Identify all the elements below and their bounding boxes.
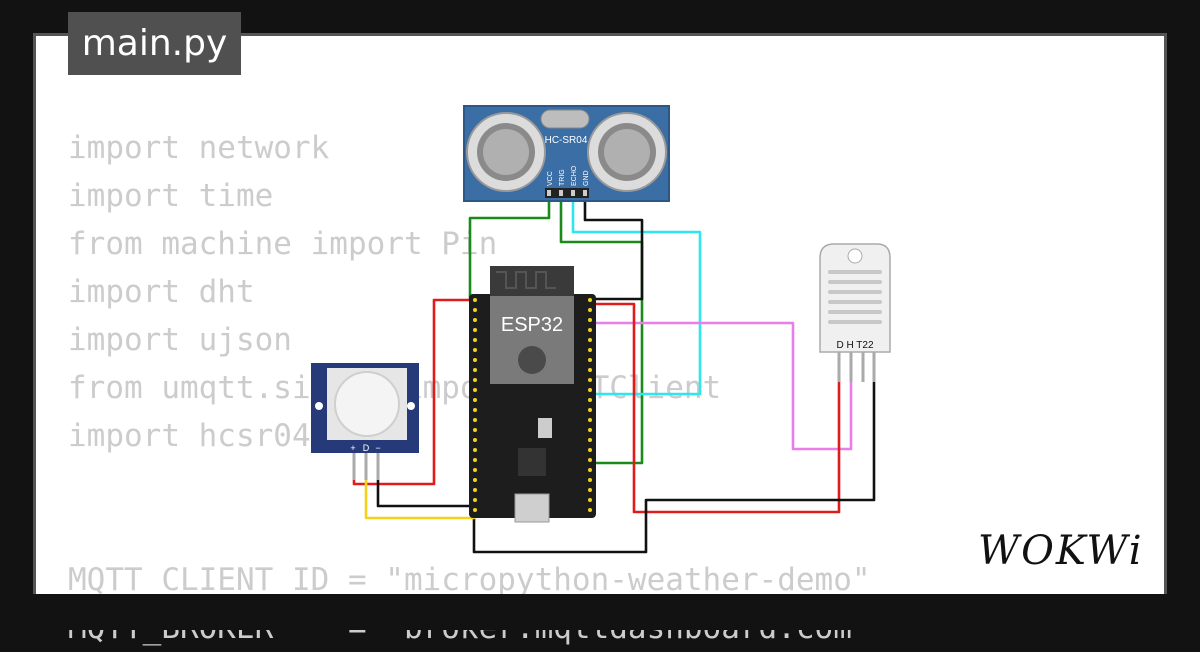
circuit-diagram: HC-SR04 VCC TRIG ECHO GND ESP32 bbox=[311, 105, 891, 554]
pin-label: D bbox=[363, 443, 370, 453]
file-tab[interactable]: main.py bbox=[68, 12, 241, 75]
code-line: import network bbox=[68, 130, 330, 166]
wire-red-dht bbox=[590, 302, 841, 514]
wokwi-logo: WOKWi bbox=[978, 528, 1144, 574]
wire-black-pir bbox=[376, 452, 474, 508]
ultrasonic-sensor[interactable]: HC-SR04 VCC TRIG ECHO GND bbox=[463, 105, 670, 202]
pir-sensor[interactable]: + D − bbox=[311, 363, 419, 480]
pin-label: − bbox=[375, 443, 380, 453]
pin-label: GND bbox=[583, 170, 590, 186]
wire-black-dht bbox=[472, 380, 876, 554]
code-line: import ujson bbox=[68, 322, 292, 358]
code-line: import time bbox=[68, 178, 274, 214]
code-line: import dht bbox=[68, 274, 255, 310]
esp32-label: ESP32 bbox=[501, 314, 563, 336]
esp32-board[interactable]: ESP32 bbox=[469, 266, 596, 523]
pin-label: VCC bbox=[547, 171, 554, 186]
code-line: import hcsr04 bbox=[68, 418, 311, 454]
wire-magenta-dht bbox=[590, 321, 853, 451]
wire-black-gnd bbox=[583, 198, 644, 301]
code-line: MQTT_CLIENT_ID = "micropython-weather-de… bbox=[68, 562, 871, 598]
dht22-sensor[interactable]: D H T22 bbox=[819, 243, 891, 382]
bottom-mask bbox=[0, 594, 1200, 630]
ultrasonic-label: HC-SR04 bbox=[545, 135, 588, 146]
pin-label: + bbox=[350, 443, 355, 453]
pin-label: ECHO bbox=[571, 165, 578, 186]
wire-cyan-echo bbox=[571, 198, 702, 396]
dht-label: D H T22 bbox=[836, 340, 873, 351]
wire-green-vcc bbox=[468, 198, 551, 300]
pin-label: TRIG bbox=[559, 169, 566, 186]
code-line: from machine import Pin bbox=[68, 226, 498, 262]
